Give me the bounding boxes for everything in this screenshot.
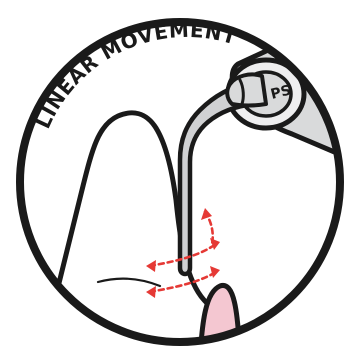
gum-highlight <box>209 343 223 353</box>
